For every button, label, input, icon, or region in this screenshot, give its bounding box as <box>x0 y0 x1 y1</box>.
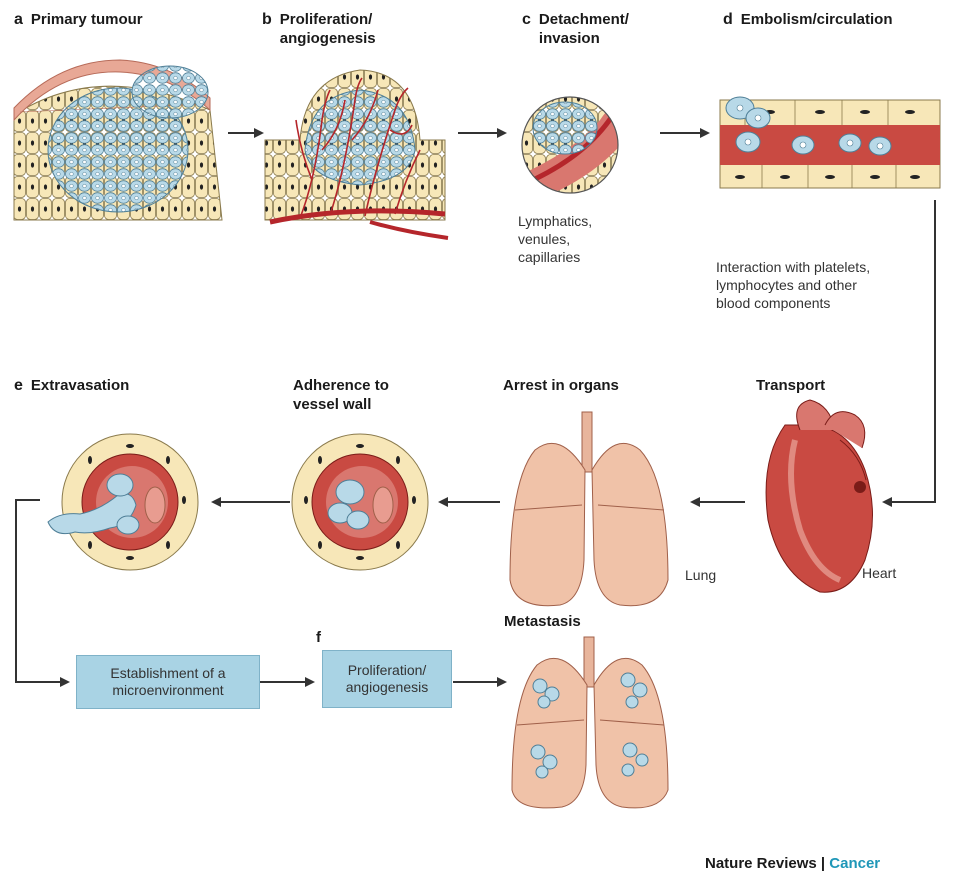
stage-c-title: Detachment/ invasion <box>538 11 629 47</box>
proliferation-box: Proliferation/ angiogenesis <box>322 650 452 708</box>
invasion-illustration <box>521 96 619 194</box>
stage-b-letter: b <box>262 11 272 28</box>
arrow-extravasation-to-establishment <box>15 499 70 687</box>
heart-label: Heart <box>862 565 897 581</box>
transport-title: Transport <box>756 377 826 394</box>
heart-illustration <box>765 399 873 593</box>
arrow-d-to-heart <box>882 200 936 507</box>
stage-d-label: d Embolism/circulation <box>723 10 892 29</box>
lung-label: Lung <box>685 567 717 583</box>
journal-credit: Nature Reviews | Cancer <box>705 855 880 872</box>
stage-c-label: c Detachment/ invasion <box>522 10 629 48</box>
stage-d-title: Embolism/circulation <box>740 11 893 28</box>
journal-section: Cancer <box>829 855 881 872</box>
adherence-title: Adherence to vessel wall <box>293 377 389 413</box>
lung-illustration <box>509 411 669 607</box>
stage-d-note: Interaction with platelets, lymphocytes … <box>716 259 871 311</box>
stage-b-label: b Proliferation/ angiogenesis <box>262 10 376 48</box>
stage-a-title: Primary tumour <box>30 11 143 28</box>
arrest-title: Arrest in organs <box>503 377 619 394</box>
journal-separator: | <box>816 855 830 872</box>
metastasis-title: Metastasis <box>504 613 581 630</box>
stage-f-letter: f <box>316 629 321 646</box>
primary-tumour-illustration <box>13 59 223 221</box>
establishment-box: Establishment of a microenvironment <box>76 655 260 709</box>
adherence-illustration <box>291 433 429 571</box>
metastasis-lung-illustration <box>511 636 669 809</box>
stage-e-title: Extravasation <box>30 377 130 394</box>
stage-c-letter: c <box>522 11 531 28</box>
extravasation-illustration <box>47 433 199 571</box>
stage-e-letter: e <box>14 377 23 394</box>
circulation-illustration <box>719 96 941 189</box>
stage-c-note: Lymphatics, venules, capillaries <box>518 213 593 265</box>
stage-b-title: Proliferation/ angiogenesis <box>279 11 376 47</box>
stage-a-letter: a <box>14 11 23 28</box>
stage-e-label: e Extravasation <box>14 376 129 395</box>
proliferation-illustration <box>264 69 449 240</box>
stage-d-letter: d <box>723 11 733 28</box>
journal-name: Nature Reviews <box>705 855 817 872</box>
stage-a-label: a Primary tumour <box>14 10 143 29</box>
